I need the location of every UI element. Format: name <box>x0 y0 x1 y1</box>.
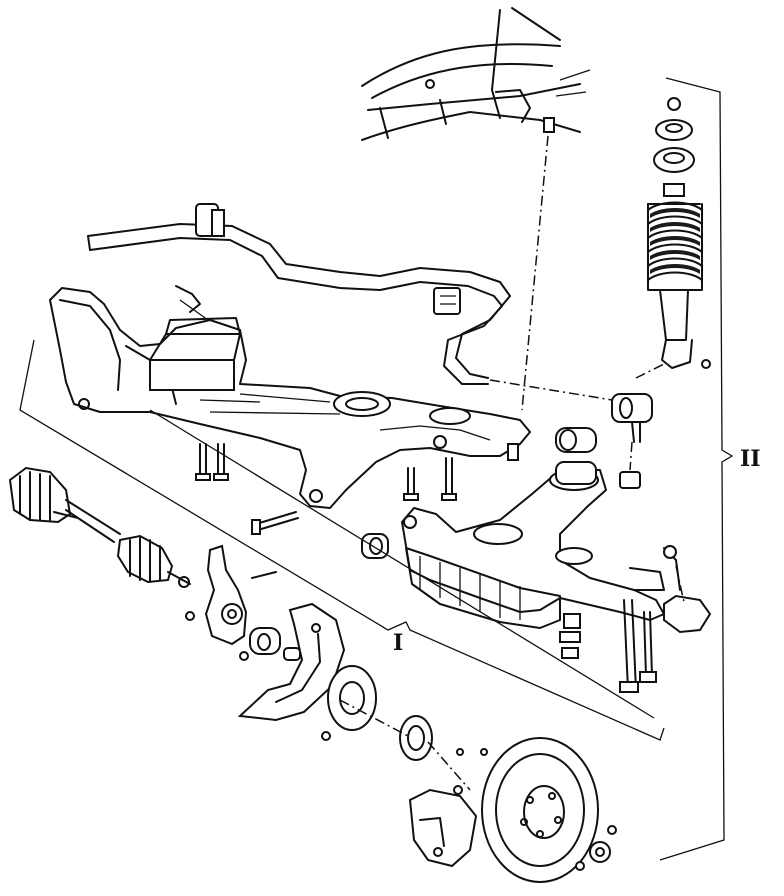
body-fender-detail <box>361 7 591 141</box>
group-one-bracket <box>19 339 665 741</box>
front-subframe <box>49 285 531 509</box>
group-one-label: I <box>393 630 403 656</box>
dust-shield <box>237 602 346 722</box>
bushing <box>361 533 389 559</box>
drive-shaft <box>8 466 191 588</box>
ball-joint <box>559 393 712 693</box>
subframe-bolts <box>195 443 519 535</box>
group-two-bracket <box>659 77 734 861</box>
brake-disc <box>481 737 599 883</box>
brake-caliper <box>408 785 617 871</box>
strut-spring-assembly <box>647 97 711 369</box>
group-two-label: II <box>740 446 761 472</box>
stabilizer-bar <box>87 203 511 385</box>
wheel-hub <box>321 665 488 761</box>
alignment-lines <box>339 135 685 791</box>
lower-control-arm <box>401 427 665 629</box>
steering-knuckle <box>185 544 301 661</box>
